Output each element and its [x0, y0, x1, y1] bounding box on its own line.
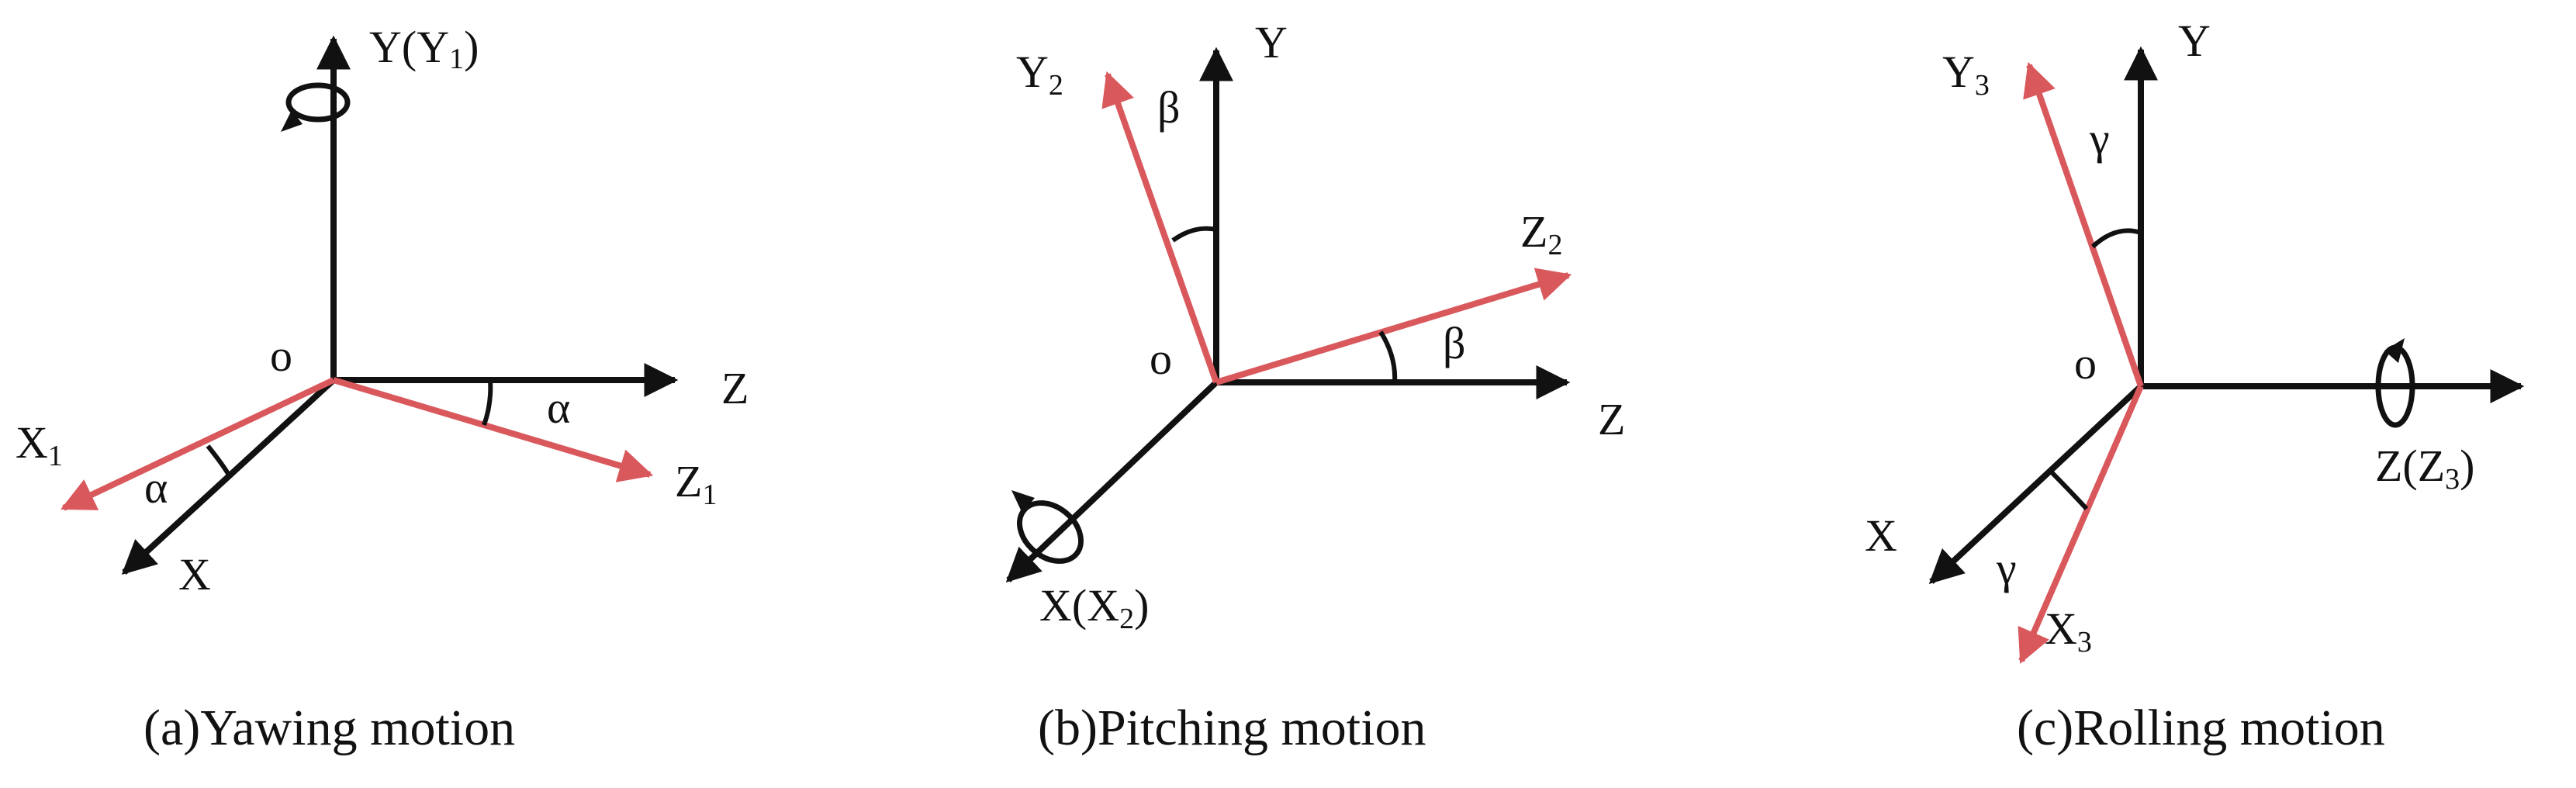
roll-caption: (c)Rolling motion — [2017, 700, 2385, 756]
pitch-x-label: X(X2) — [1039, 580, 1149, 635]
roll-x3-axis — [2018, 385, 2144, 665]
yaw-x-label: X — [178, 549, 211, 600]
pitch-angle-arc-z — [1378, 330, 1398, 383]
roll-angle-label-x: γ — [1996, 543, 2017, 593]
yaw-rotation-arrowhead — [281, 110, 303, 132]
pitch-y2-axis — [1101, 71, 1219, 384]
panel-pitch: o Y Y2 Z2 Z X(X2) β β (b)Pitching motion — [1005, 17, 1625, 756]
yaw-rotation-icon — [285, 82, 351, 123]
panel-yaw: o Y(Y1) Z X X1 Z1 α α (a)Yawing motion — [16, 22, 749, 756]
roll-rotation-arrowhead — [2384, 338, 2405, 363]
pitch-z2-label: Z2 — [1520, 206, 1562, 261]
roll-x-axis — [1928, 384, 2143, 585]
yaw-y-label: Y(Y1) — [369, 22, 479, 75]
pitch-x-axis — [1005, 380, 1219, 583]
pitch-z2-axis — [1215, 268, 1572, 385]
yaw-x1-axis — [61, 377, 335, 511]
roll-z-label: Z(Z3) — [2375, 441, 2475, 496]
yaw-z1-axis — [332, 377, 654, 482]
yaw-z1-label: Z1 — [675, 456, 717, 511]
yaw-x1-label: X1 — [16, 417, 63, 472]
pitch-y-label: Y — [1255, 17, 1288, 67]
yaw-caption: (a)Yawing motion — [143, 700, 515, 756]
yaw-angle-label-x: α — [144, 462, 168, 513]
roll-y3-label: Y3 — [1942, 47, 1990, 102]
pitch-rotation-arrowhead — [1011, 490, 1035, 513]
roll-y3-axis — [2023, 61, 2144, 388]
roll-angle-arc-y — [2090, 228, 2142, 249]
roll-angle-arc-x — [2049, 469, 2089, 511]
pitch-angle-label-z: β — [1443, 318, 1466, 368]
roll-x3-label: X3 — [2045, 603, 2092, 658]
yaw-angle-arc-x — [206, 444, 232, 478]
yaw-origin-label: o — [270, 330, 292, 381]
roll-angle-label-y: γ — [2089, 113, 2110, 164]
pitch-y2-label: Y2 — [1016, 47, 1063, 102]
yaw-z-label: Z — [721, 363, 749, 413]
roll-y-label: Y — [2178, 16, 2211, 66]
panel-roll: o Y Y3 Z(Z3) X X3 γ γ (c)Rolling motion — [1865, 16, 2525, 756]
pitch-origin-label: o — [1150, 334, 1172, 384]
pitch-angle-label-y: β — [1157, 82, 1181, 133]
pitch-z-label: Z — [1598, 394, 1625, 444]
yaw-angle-arc-z — [482, 379, 493, 427]
yaw-angle-label-z: α — [547, 382, 570, 433]
pitch-angle-arc-y — [1171, 226, 1217, 243]
roll-x-label: X — [1865, 510, 1897, 561]
roll-origin-label: o — [2074, 338, 2097, 389]
pitch-caption: (b)Pitching motion — [1038, 700, 1426, 756]
